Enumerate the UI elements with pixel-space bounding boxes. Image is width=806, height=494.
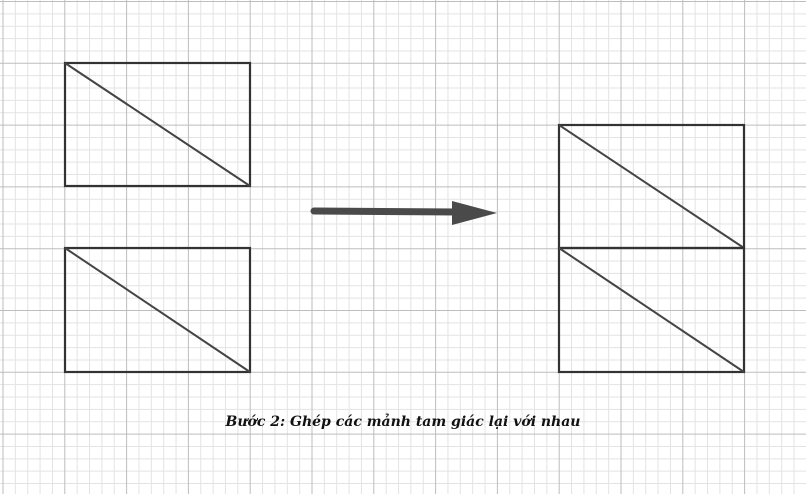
caption-text: Bước 2: Ghép các mảnh tam giác lại với n… bbox=[225, 414, 581, 430]
arrow-shaft bbox=[310, 207, 462, 216]
left-upper-rectangle bbox=[63, 61, 252, 188]
left-lower-rectangle bbox=[63, 246, 252, 374]
left-upper-diagonal bbox=[64, 62, 251, 187]
arrow-head bbox=[452, 201, 497, 225]
left-upper-rectangle-outline bbox=[63, 61, 252, 188]
left-lower-rectangle-outline bbox=[63, 246, 252, 374]
right-lower-diagonal bbox=[558, 247, 745, 373]
right-upper-diagonal bbox=[558, 124, 745, 249]
right-lower-rectangle-outline bbox=[557, 246, 746, 374]
right-arrow-icon bbox=[310, 201, 497, 225]
right-combined-shape bbox=[557, 123, 746, 374]
left-lower-diagonal bbox=[64, 247, 251, 373]
